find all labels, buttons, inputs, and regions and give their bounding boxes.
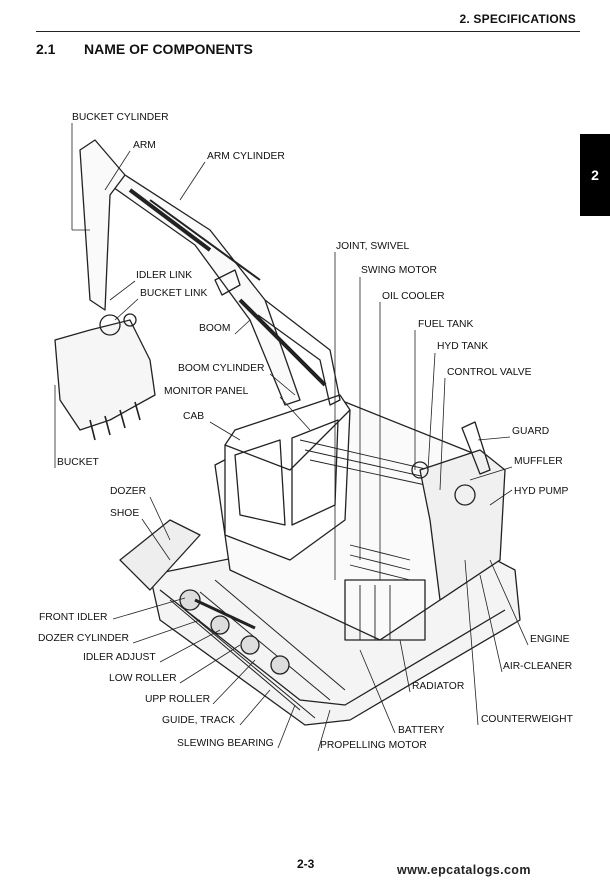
label-muffler: MUFFLER [514, 456, 563, 467]
header-rule [36, 31, 580, 32]
section-number: 2.1 [36, 41, 56, 57]
label-fuel-tank: FUEL TANK [418, 319, 473, 330]
label-radiator: RADIATOR [412, 681, 464, 692]
label-boom-cylinder: BOOM CYLINDER [178, 363, 264, 374]
label-dozer-cylinder: DOZER CYLINDER [38, 633, 129, 644]
label-guide-track: GUIDE, TRACK [162, 715, 235, 726]
label-joint-swivel: JOINT, SWIVEL [336, 241, 410, 252]
label-oil-cooler: OIL COOLER [382, 291, 445, 302]
label-dozer: DOZER [110, 486, 146, 497]
label-idler-link: IDLER LINK [136, 270, 192, 281]
label-counterweight: COUNTERWEIGHT [481, 714, 574, 725]
label-arm-cylinder: ARM CYLINDER [207, 151, 285, 162]
label-idler-adjust: IDLER ADJUST [83, 652, 156, 663]
chapter-heading: 2. SPECIFICATIONS [459, 12, 576, 26]
label-bucket-cylinder: BUCKET CYLINDER [72, 112, 169, 123]
label-guard: GUARD [512, 426, 549, 437]
label-arm: ARM [133, 140, 156, 151]
label-shoe: SHOE [110, 508, 139, 519]
chapter-tab: 2 [580, 134, 610, 216]
label-battery: BATTERY [398, 725, 445, 736]
label-slewing-bearing: SLEWING BEARING [177, 738, 274, 749]
label-control-valve: CONTROL VALVE [447, 367, 532, 378]
label-air-cleaner: AIR-CLEANER [503, 661, 572, 672]
label-low-roller: LOW ROLLER [109, 673, 177, 684]
label-monitor-panel: MONITOR PANEL [164, 386, 249, 397]
label-engine: ENGINE [530, 634, 570, 645]
callout-labels: BUCKET CYLINDER ARM ARM CYLINDER JOINT, … [38, 112, 574, 751]
leader-lines [54, 123, 529, 752]
label-bucket-link: BUCKET LINK [140, 288, 207, 299]
label-bucket: BUCKET [57, 457, 99, 468]
page-number: 2-3 [297, 857, 315, 871]
watermark: www.epcatalogs.com [397, 863, 531, 877]
label-hyd-tank: HYD TANK [437, 341, 488, 352]
label-propelling-motor: PROPELLING MOTOR [320, 740, 427, 751]
label-front-idler: FRONT IDLER [39, 612, 107, 623]
section-title: NAME OF COMPONENTS [84, 41, 253, 57]
label-boom: BOOM [199, 323, 230, 334]
label-upp-roller: UPP ROLLER [145, 694, 210, 705]
label-swing-motor: SWING MOTOR [361, 265, 437, 276]
label-cab: CAB [183, 411, 204, 422]
label-hyd-pump: HYD PUMP [514, 486, 568, 497]
